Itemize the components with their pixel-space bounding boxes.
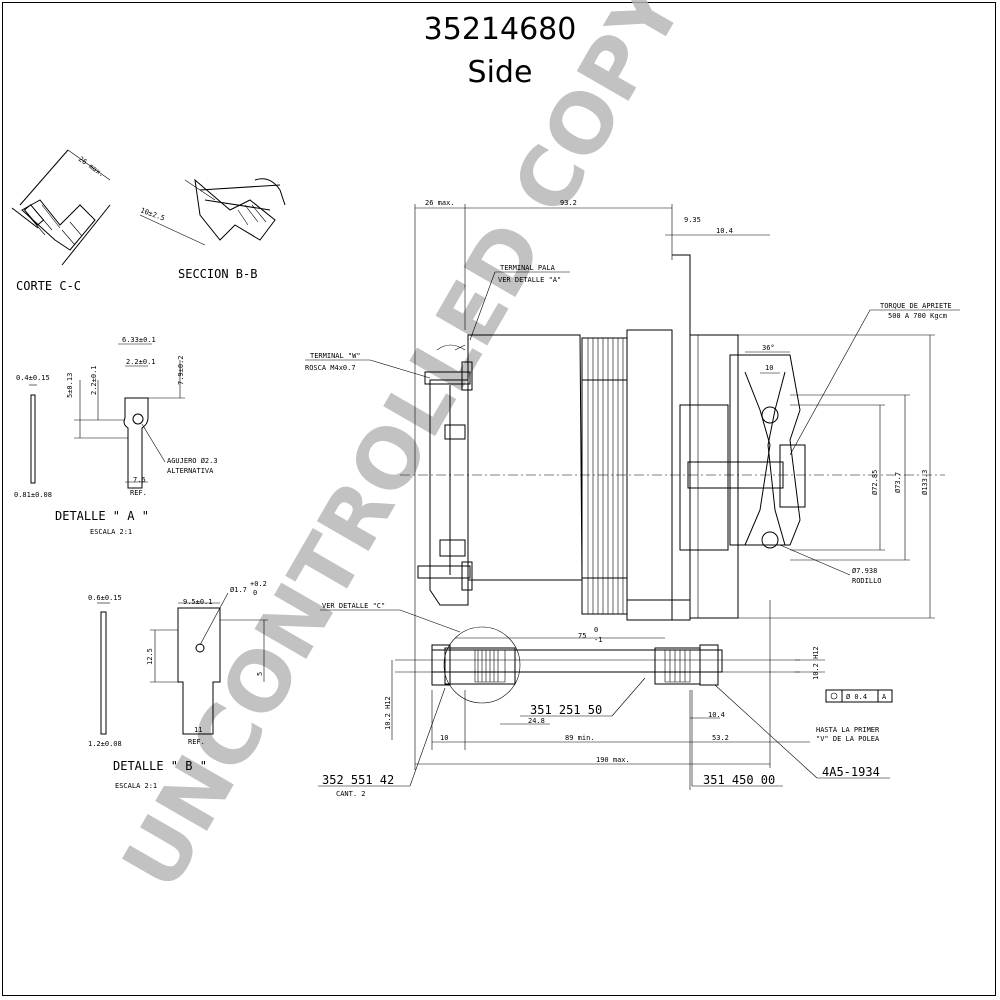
detalle-b-dim-11: 11 [194,726,202,734]
part-351-251-50: 351 251 50 [530,703,602,717]
dim-7285: Ø72.85 [871,470,879,495]
detalle-b-dim-95: 9.5±0.1 [183,598,213,606]
detalle-a-dim-79: 7.9±0.2 [177,355,185,385]
dim-104-bot: 10.4 [708,711,725,719]
detalle-b-dim-17-dn: 0 [253,589,257,597]
dim-10-pulley: 10 [765,364,773,372]
torque-value: 500 A 700 Kgcm [888,312,947,320]
alternator-side-view: 26 max. 93.2 9.35 10.4 [305,199,960,798]
dim-10-bot: 10 [440,734,448,742]
dim-1333: Ø133.3 [921,470,929,495]
part-number-title: 35214680 [423,12,577,47]
detalle-a-dim-22: 2.2±0.1 [126,358,156,366]
hasta-label: HASTA LA PRIMER [816,726,880,734]
terminal-pala-label: TERMINAL PALA [500,264,556,272]
detalle-b-title: DETALLE " B " [113,759,207,773]
detalle-b-dim-06: 0.6±0.15 [88,594,122,602]
part-4a5-1934: 4A5-1934 [822,765,880,779]
detalle-a-dim-633: 6.33±0.1 [122,336,156,344]
view-title: Side [467,55,533,90]
stator-fins [587,338,624,614]
detalle-a-dim-76: 7.6 [133,476,146,484]
corte-cc-dim: 26 max. [77,155,106,178]
dim-932: 93.2 [560,199,577,207]
corte-cc-section: CORTE C-C 26 max. [11,149,111,293]
tol-ref: A [882,693,887,701]
detalle-b-scale: ESCALA 2:1 [115,782,157,790]
detalle-b-ref: REF. [188,738,205,746]
dim-7938: Ø7.938 [852,567,877,575]
dim-102-left: 10.2 H12 [384,696,392,730]
detalle-a-dim-081: 0.81±0.08 [14,491,52,499]
detalle-a-agujero: AGUJERO Ø2.3 [167,457,218,465]
dim-248: 24.8 [528,717,545,725]
torque-label: TORQUE DE APRIETE [880,302,952,310]
part-352-551-42: 352 551 42 [322,773,394,787]
dim-532: 53.2 [712,734,729,742]
detalle-a-scale: ESCALA 2:1 [90,528,132,536]
seccion-bb-dim: 10±2.5 [139,206,166,222]
dim-75-up: 0 [594,626,598,634]
ver-detalle-a-label: VER DETALLE "A" [498,276,561,284]
dim-75-dn: -1 [594,636,602,644]
cant-label: CANT. 2 [336,790,366,798]
seccion-bb-label: SECCION B-B [178,267,257,281]
detalle-a-alternativa: ALTERNATIVA [167,467,214,475]
rodillo-label: RODILLO [852,577,882,585]
detalle-a-dim-5: 5±0.13 [66,373,74,398]
detalle-a: 0.4±0.15 0.81±0.08 6.33±0.1 2.2±0.1 5±0.… [14,336,218,536]
ver-detalle-c-label: VER DETALLE "C" [322,602,385,610]
seccion-bb-section: SECCION B-B 10±2.5 [139,178,286,281]
dim-26max: 26 max. [425,199,455,207]
dim-190max: 190 max. [596,756,630,764]
detalle-a-dim-22v: 2.2±0.1 [90,365,98,395]
terminal-w-label: TERMINAL "W" [310,352,361,360]
dim-102-right: 10.2 H12 [812,646,820,680]
rosca-label: ROSCA M4x0.7 [305,364,356,372]
dim-75: 75 [578,632,586,640]
part-351-450-00: 351 450 00 [703,773,775,787]
dim-935: 9.35 [684,216,701,224]
detalle-a-dim-04: 0.4±0.15 [16,374,50,382]
detalle-b-dim-5: 5 [256,672,264,676]
corte-cc-label: CORTE C-C [16,279,81,293]
detalle-b-dim-12: 1.2±0.08 [88,740,122,748]
dim-737: Ø73.7 [894,472,902,493]
hasta-label-2: "V" DE LA POLEA [816,735,880,743]
detalle-b-dim-17: Ø1.7 [230,586,247,594]
dim-104-top: 10.4 [716,227,733,235]
detalle-a-title: DETALLE " A " [55,509,149,523]
detalle-b: 0.6±0.15 1.2±0.08 9.5±0.1 Ø1.7 +0.2 0 12… [88,580,268,790]
tol-symbol: Ø 0.4 [846,693,867,701]
detalle-b-dim-17-up: +0.2 [250,580,267,588]
detalle-a-ref: REF. [130,489,147,497]
dim-36deg: 36° [762,344,775,352]
detalle-b-dim-125: 12.5 [146,648,154,665]
dim-89min: 89 min. [565,734,595,742]
